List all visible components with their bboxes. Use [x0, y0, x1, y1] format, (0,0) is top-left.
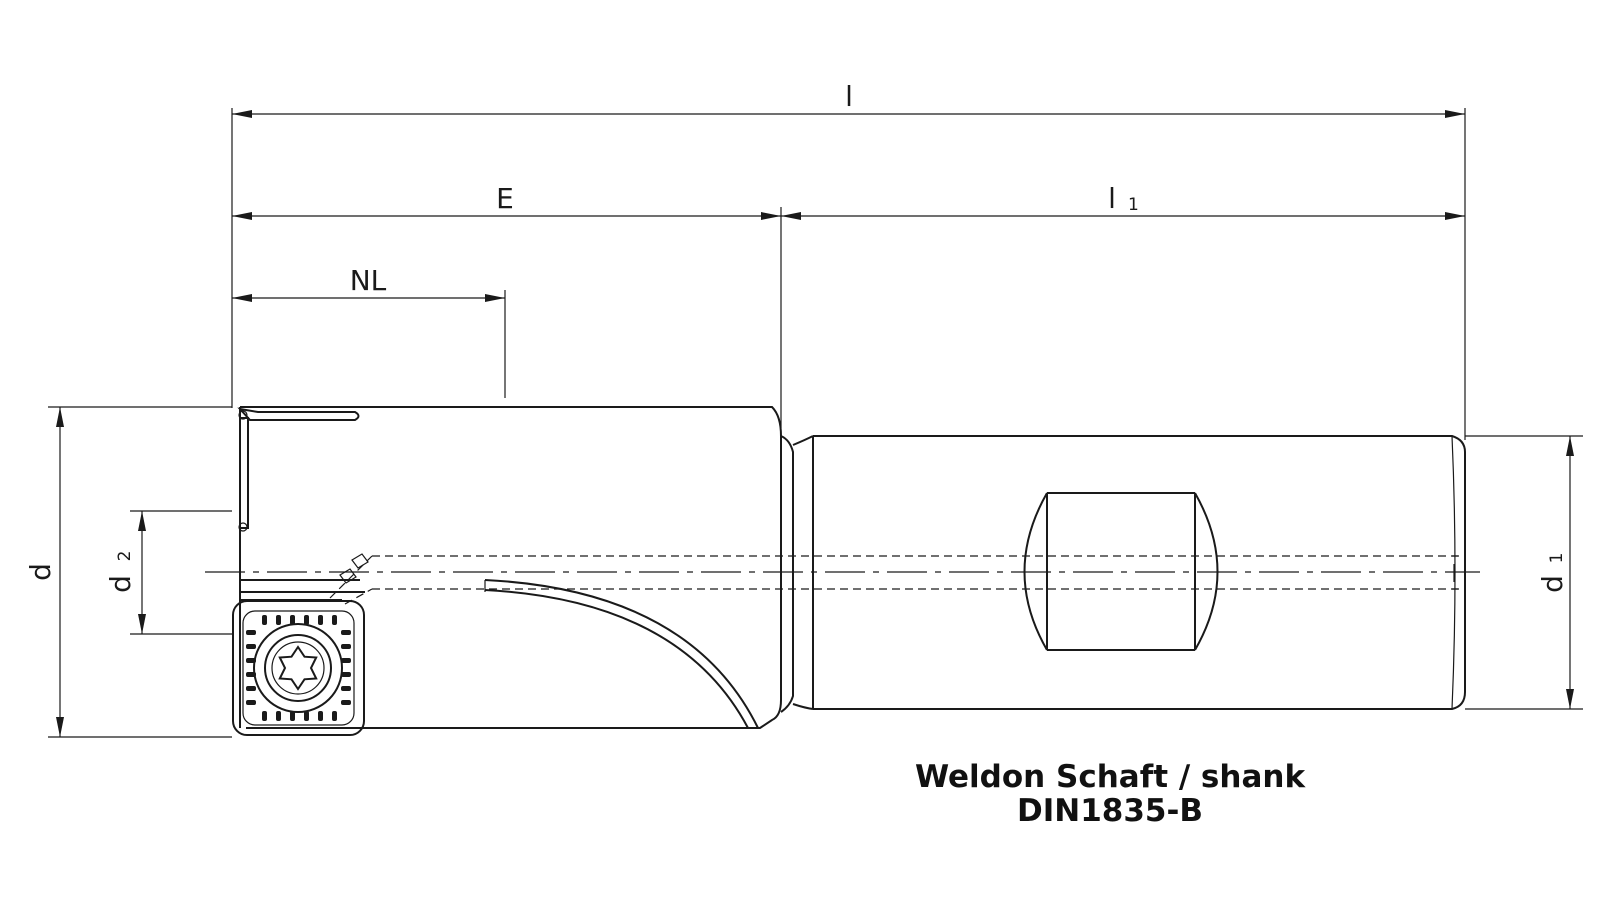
- label-shank-length: l: [1108, 182, 1116, 215]
- cutting-insert: [232, 600, 365, 736]
- serration-tooth: [290, 711, 295, 721]
- dimension-neck-length: NL: [232, 264, 505, 302]
- coolant-channel: [329, 553, 1460, 605]
- dimension-overall-length: l: [232, 80, 1465, 118]
- dimension-head-length: E: [232, 182, 781, 220]
- serration-tooth: [341, 644, 351, 649]
- dimension-cutting-diameter: d: [24, 407, 64, 737]
- serration-tooth: [318, 615, 323, 625]
- label-cutting-diameter: d: [24, 563, 57, 581]
- insert-serrations: [246, 615, 351, 721]
- neck-groove: [780, 435, 814, 713]
- serration-tooth: [246, 644, 256, 649]
- serration-tooth: [341, 658, 351, 663]
- label-inner-diameter: d: [104, 575, 137, 593]
- serration-tooth: [318, 711, 323, 721]
- serration-tooth: [341, 630, 351, 635]
- label-neck-length: NL: [350, 264, 387, 297]
- serration-tooth: [341, 686, 351, 691]
- serration-tooth: [246, 630, 256, 635]
- label-shank-length-sub: 1: [1128, 195, 1139, 215]
- serration-tooth: [332, 615, 337, 625]
- serration-tooth: [341, 700, 351, 705]
- serration-tooth: [262, 615, 267, 625]
- serration-tooth: [246, 700, 256, 705]
- serration-tooth: [304, 711, 309, 721]
- label-overall-length: l: [845, 80, 853, 113]
- serration-tooth: [262, 711, 267, 721]
- torx-screw-icon: [253, 623, 343, 713]
- weldon-shank: [812, 435, 1466, 710]
- weldon-flat: [1023, 492, 1219, 651]
- label-shank-diameter-sub: 1: [1547, 553, 1567, 564]
- dimension-shank-length: l 1: [781, 182, 1465, 220]
- extension-lines: [48, 108, 1583, 738]
- serration-tooth: [276, 711, 281, 721]
- serration-tooth: [246, 686, 256, 691]
- caption-shank-type: Weldon Schaft / shank: [914, 759, 1306, 795]
- label-shank-diameter: d: [1536, 575, 1569, 593]
- label-head-length: E: [496, 182, 514, 215]
- dimension-shank-diameter: d 1: [1536, 436, 1574, 709]
- dimension-inner-diameter: d 2: [104, 511, 146, 634]
- serration-tooth: [341, 672, 351, 677]
- serration-tooth: [276, 615, 281, 625]
- serration-tooth: [332, 711, 337, 721]
- label-inner-diameter-sub: 2: [115, 551, 135, 562]
- tool-head: [237, 406, 782, 729]
- serration-tooth: [290, 615, 295, 625]
- caption-standard: DIN1835-B: [1017, 793, 1203, 829]
- serration-tooth: [304, 615, 309, 625]
